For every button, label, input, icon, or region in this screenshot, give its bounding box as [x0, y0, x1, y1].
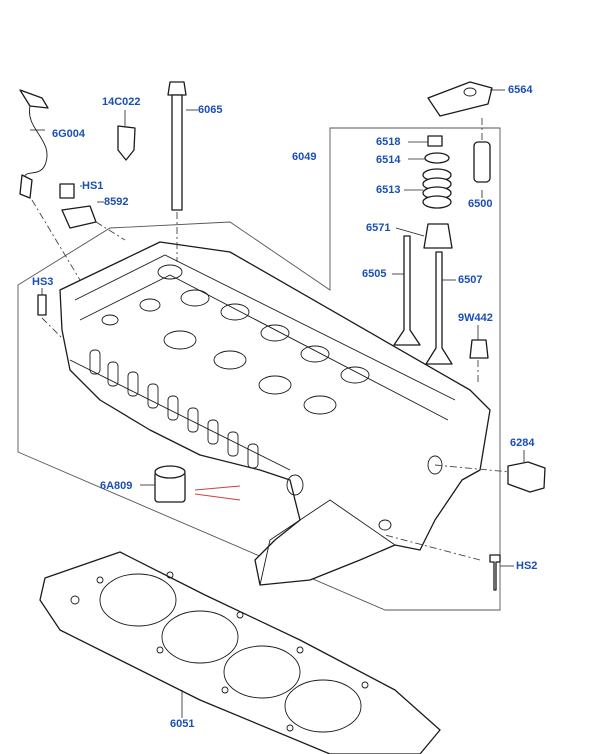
bushing [154, 465, 241, 503]
callout-6051: 6051 [170, 718, 195, 730]
callout-8592: 8592 [104, 196, 129, 208]
head-bolt [167, 81, 187, 262]
callout-6500: 6500 [468, 198, 493, 210]
valves [393, 235, 453, 365]
cylinder-head [59, 241, 511, 586]
callout-hs3: HS3 [32, 276, 54, 288]
callout-6505: 6505 [362, 268, 387, 280]
stud-bolt [37, 294, 63, 339]
callout-hs2: HS2 [516, 560, 538, 572]
sensor-with-wire [19, 89, 81, 281]
clip [117, 125, 136, 161]
callout-6514: 6514 [376, 154, 401, 166]
callout-6049: 6049 [292, 151, 317, 163]
callout-6507: 6507 [458, 274, 483, 286]
lash-adjuster [473, 118, 491, 183]
assembly-frame [17, 127, 501, 611]
callout-9w442: 9W442 [458, 312, 493, 324]
callout-6513: 6513 [376, 184, 401, 196]
camshaft-sensor [59, 183, 126, 241]
rocker-arm [427, 81, 493, 117]
callout-14c022: 14C022 [102, 96, 141, 108]
callout-6564: 6564 [508, 84, 533, 96]
callout-6065: 6065 [198, 104, 223, 116]
head-gasket [39, 551, 441, 754]
callout-hs1: HS1 [82, 180, 104, 192]
plug [469, 339, 489, 385]
callout-6571: 6571 [366, 222, 391, 234]
callout-6a809: 6A809 [100, 480, 133, 492]
valve-train-components [422, 135, 453, 249]
temperature-sensor [507, 461, 546, 493]
mounting-bolt [384, 534, 501, 591]
callout-6284: 6284 [510, 437, 535, 449]
callout-6518: 6518 [376, 136, 401, 148]
leader-lines [30, 89, 525, 718]
callout-6g004: 6G004 [52, 128, 86, 140]
